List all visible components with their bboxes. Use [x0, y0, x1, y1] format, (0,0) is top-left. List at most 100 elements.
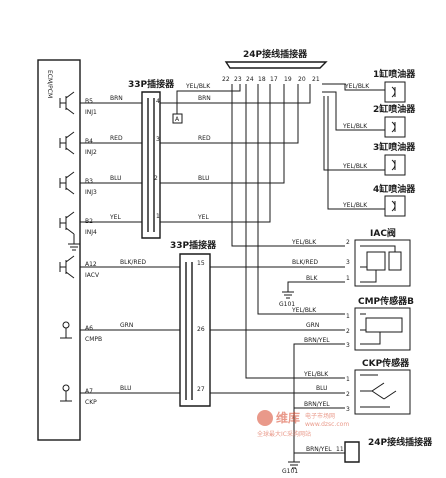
c33p-lower-pin-27: 27 — [197, 386, 205, 393]
c33p-lower-pin-26: 26 — [197, 326, 205, 333]
pcm-pin-a7: A7 — [85, 388, 93, 395]
box-a-label: A — [175, 116, 180, 123]
wire-red-2: RED — [198, 135, 211, 142]
c33p-upper-body — [141, 91, 161, 239]
c33p-lower-label: 33P插接器 — [170, 239, 217, 251]
injector-4-wire: YEL/BLK — [342, 202, 368, 209]
injector-4-label: 4缸喷油器 — [373, 183, 416, 195]
wire-ckp-feed — [245, 84, 345, 379]
watermark-title: 维库 — [276, 410, 300, 425]
injector-2-label: 2缸喷油器 — [373, 103, 416, 115]
wire-brn-2: BRN — [198, 95, 211, 102]
wire-blk: BLK — [306, 275, 318, 282]
pcm-pin-b4: B4 — [85, 138, 93, 145]
wire-blu-ckp: BLU — [120, 385, 132, 392]
svg-text:19: 19 — [284, 76, 292, 83]
pcm-pin-inj4: INJ4 — [85, 229, 97, 236]
c24p-top-pins: 22 23 24 18 17 19 20 21 — [222, 76, 320, 83]
watermark-sub1: 电子市场网 — [305, 412, 335, 420]
pcm-pin-ckp: CKP — [85, 399, 97, 406]
svg-text:20: 20 — [298, 76, 306, 83]
wire-blk-red-2: BLK/RED — [292, 259, 318, 266]
pcm-pin-inj3: INJ3 — [85, 189, 97, 196]
injector-wires — [80, 84, 311, 223]
wire-ckp-ground-run — [288, 452, 345, 469]
ckp-sensor-label: CKP传感器 — [362, 357, 410, 369]
svg-text:3: 3 — [346, 259, 350, 266]
c33p-upper-pin-1: 1 — [156, 213, 160, 220]
wire-red: RED — [110, 135, 123, 142]
c33p-upper-pin-3: 3 — [156, 136, 160, 143]
svg-text:23: 23 — [234, 76, 242, 83]
svg-text:18: 18 — [258, 76, 266, 83]
injector-3-wire: YEL/BLK — [342, 163, 368, 170]
injector-2-wire: YEL/BLK — [342, 123, 368, 130]
cmp-sensor: 1 2 3 — [346, 307, 411, 351]
c24p-bottom-pin-11: 11 — [336, 446, 344, 453]
injector-2 — [322, 91, 406, 138]
svg-text:2: 2 — [346, 328, 350, 335]
c24p-bottom-body — [344, 441, 360, 463]
wire-blu: BLU — [110, 175, 122, 182]
ecm-pcm-label: ECM/PCM — [46, 70, 53, 98]
injector-3-label: 3缸喷油器 — [373, 141, 416, 153]
wire-yel: YEL — [109, 214, 121, 221]
wire-iac-feed-label: YEL/BLK — [291, 239, 317, 246]
pcm-pin-iacv: IACV — [85, 272, 100, 279]
pcm-pin-inj2: INJ2 — [85, 149, 97, 156]
wire-blu-ckp-2: BLU — [316, 385, 328, 392]
svg-text:1: 1 — [346, 376, 350, 383]
ground-g101-1: G101 — [279, 301, 295, 308]
wire-iac-ground — [282, 281, 345, 299]
svg-text:1: 1 — [346, 275, 350, 282]
wire-box-a-feed — [176, 84, 241, 114]
injector-4 — [327, 96, 406, 217]
svg-text:24: 24 — [246, 76, 254, 83]
c33p-upper-pin-2: 2 — [154, 175, 158, 182]
wire-brn-yel: BRN/YEL — [304, 337, 330, 344]
pcm-pin-inj1: INJ1 — [85, 109, 97, 116]
c33p-lower-body — [179, 253, 211, 407]
svg-text:3: 3 — [346, 342, 350, 349]
wire-brn-yel-ckp: BRN/YEL — [304, 401, 330, 408]
wire-cmp-ground — [293, 343, 345, 453]
svg-text:22: 22 — [222, 76, 230, 83]
wire-grn: GRN — [120, 322, 133, 329]
iac-valve-label: IAC阀 — [370, 227, 396, 239]
pcm-pin-b5: B5 — [85, 98, 93, 105]
wire-iac-feed — [231, 84, 345, 247]
driver-transistors — [59, 91, 80, 279]
c33p-lower-pin-15: 15 — [197, 260, 205, 267]
wire-cmp-feed-label: YEL/BLK — [291, 307, 317, 314]
injector-3 — [323, 96, 406, 176]
svg-text:17: 17 — [270, 76, 278, 83]
wire-grn-2: GRN — [306, 322, 319, 329]
pcm-pin-cmpb: CMPB — [85, 336, 102, 343]
c24p-bottom-label: 24P接线插接器 — [368, 436, 433, 448]
svg-text:2: 2 — [346, 391, 350, 398]
sensor-input-symbols — [60, 321, 72, 402]
pcm-pin-a6: A6 — [85, 325, 93, 332]
svg-text:1: 1 — [346, 313, 350, 320]
watermark-sub2: 全球最大IC采购网站 — [257, 430, 311, 438]
wire-cmp-feed — [257, 84, 345, 315]
c33p-upper-label: 33P插接器 — [128, 78, 175, 90]
iac-valve: 2 3 1 — [346, 239, 411, 287]
ground-g101-2: G101 — [282, 468, 298, 475]
pcm-pin-a12: A12 — [85, 261, 97, 268]
wire-brn: BRN — [110, 95, 123, 102]
wire-yel-2: YEL — [197, 214, 209, 221]
watermark-url: www.dzsc.com — [305, 421, 349, 428]
watermark: 维库 电子市场网 www.dzsc.com 全球最大IC采购网站 — [257, 410, 349, 438]
c24p-top-label: 24P接线插接器 — [243, 48, 308, 60]
injector-1-wire: YEL/BLK — [344, 83, 370, 90]
wire-yel-blk-a: YEL/BLK — [185, 83, 211, 90]
svg-text:2: 2 — [346, 239, 350, 246]
c24p-top-body — [224, 61, 328, 69]
wire-blu-2: BLU — [198, 175, 210, 182]
wire-brn-yel-bottom: BRN/YEL — [306, 446, 332, 453]
pcm-pin-b3: B3 — [85, 178, 93, 185]
ecm-pcm-box — [37, 59, 81, 441]
wire-ckp-feed-label: YEL/BLK — [303, 371, 329, 378]
